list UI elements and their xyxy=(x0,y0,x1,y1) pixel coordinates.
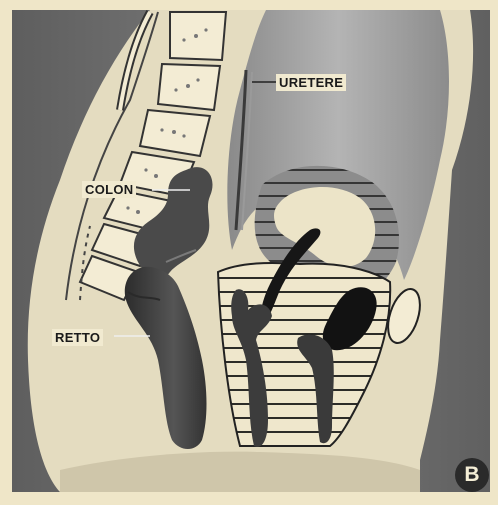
label-uretere: URETERE xyxy=(276,74,346,91)
label-retto: RETTO xyxy=(52,329,103,346)
label-colon: COLON xyxy=(82,181,136,198)
panel-badge: B xyxy=(455,458,489,492)
